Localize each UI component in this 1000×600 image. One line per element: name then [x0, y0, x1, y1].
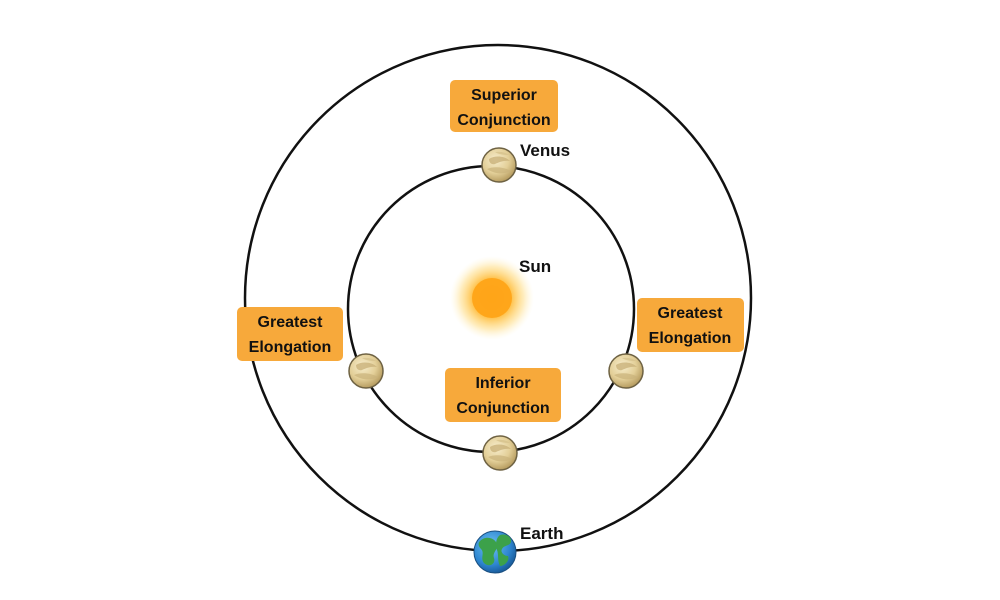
sun-label: Sun	[519, 257, 551, 276]
tag-line-1: Greatest	[258, 314, 324, 331]
tag-line-1: Superior	[471, 87, 537, 104]
greatest-elongation-right-tag: Greatest Elongation	[637, 298, 744, 352]
tag-line-2: Elongation	[649, 330, 732, 347]
tag-line-2: Elongation	[249, 339, 332, 356]
venus-planet-icon	[482, 435, 518, 471]
venus-planet-icon	[608, 353, 644, 389]
venus-planet-icon	[481, 147, 517, 183]
earth-label: Earth	[520, 524, 563, 543]
inferior-conjunction-tag: Inferior Conjunction	[445, 368, 561, 422]
tag-line-1: Inferior	[475, 375, 530, 392]
tag-line-2: Conjunction	[456, 400, 549, 417]
tag-line-2: Conjunction	[457, 112, 550, 129]
earth-globe-icon	[473, 530, 517, 574]
superior-conjunction-tag: Superior Conjunction	[450, 80, 558, 132]
venus-planet-icon	[348, 353, 384, 389]
tag-line-1: Greatest	[658, 305, 724, 322]
greatest-elongation-left-tag: Greatest Elongation	[237, 307, 343, 361]
sun-icon	[450, 256, 534, 340]
venus-label: Venus	[520, 141, 570, 160]
